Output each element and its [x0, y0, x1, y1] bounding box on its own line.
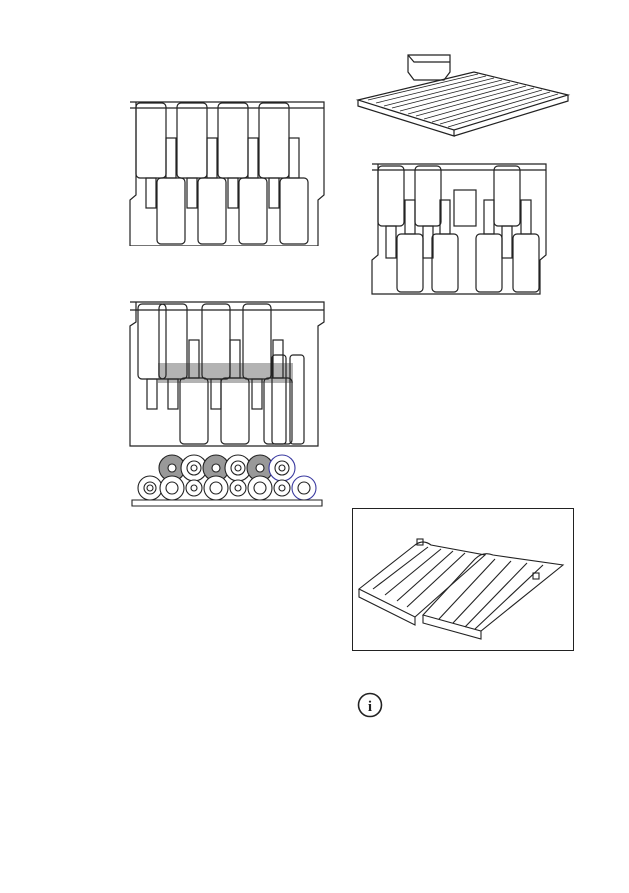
- info-glyph: i: [368, 699, 372, 715]
- wavy-shelves-figure: [352, 508, 574, 651]
- wavy-shelves-icon: [353, 509, 573, 650]
- wine-rack-with-box-figure: [370, 160, 550, 300]
- wine-rack-bottle-ends-figure: [128, 450, 326, 510]
- shelf-with-box-figure: [354, 50, 579, 145]
- shelf-with-box-icon: [354, 50, 579, 145]
- wine-rack-bottle-ends-icon: [128, 450, 326, 510]
- wine-rack-bottles-mixed-icon: [128, 300, 326, 450]
- wine-rack-bottles-alternating-icon: [128, 100, 326, 246]
- wine-rack-bottles-mixed-figure: [128, 300, 326, 450]
- wine-rack-with-box-icon: [370, 160, 550, 300]
- info-icon: i: [357, 692, 383, 718]
- wine-rack-bottles-alternating-figure: [128, 100, 326, 246]
